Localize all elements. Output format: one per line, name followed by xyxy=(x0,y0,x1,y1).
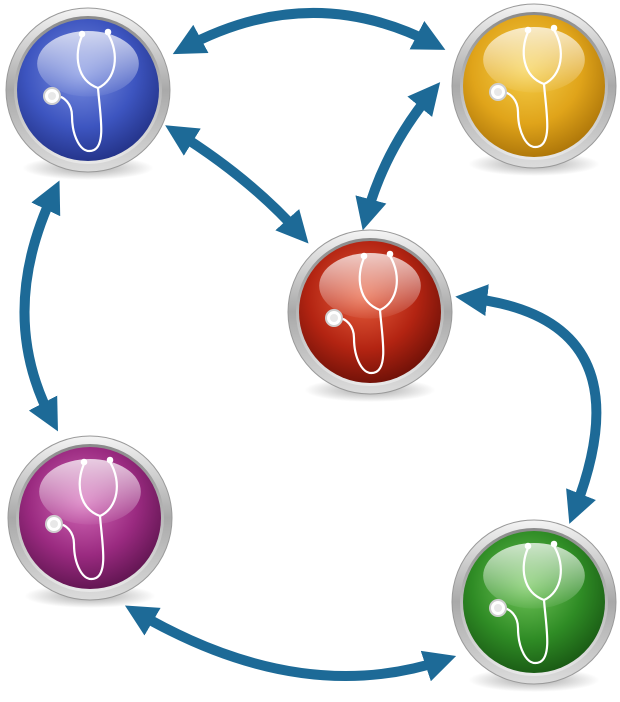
node-gloss xyxy=(39,458,141,525)
arrow-red-green xyxy=(455,284,602,524)
node-gloss xyxy=(319,252,421,319)
stethoscope-icon xyxy=(325,250,398,375)
diagram-nodes xyxy=(5,3,617,692)
arrow-blue-purple xyxy=(19,180,61,432)
node-gloss xyxy=(37,30,139,97)
node-gloss xyxy=(483,26,585,93)
stethoscope-icon xyxy=(45,456,118,581)
stethoscope-icon xyxy=(489,540,562,665)
connection-arrows xyxy=(19,7,602,682)
node-orange xyxy=(451,3,617,176)
stethoscope-icon xyxy=(489,24,562,149)
node-red xyxy=(287,229,453,402)
arrow-blue-orange xyxy=(172,7,446,55)
node-green xyxy=(451,519,617,692)
node-gloss xyxy=(483,542,585,609)
arrow-purple-green xyxy=(124,605,457,682)
stethoscope-icon xyxy=(43,28,116,153)
arrow-orange-red xyxy=(355,82,441,231)
arrow-blue-red xyxy=(165,125,309,244)
node-blue xyxy=(5,7,171,180)
node-purple xyxy=(7,435,173,608)
